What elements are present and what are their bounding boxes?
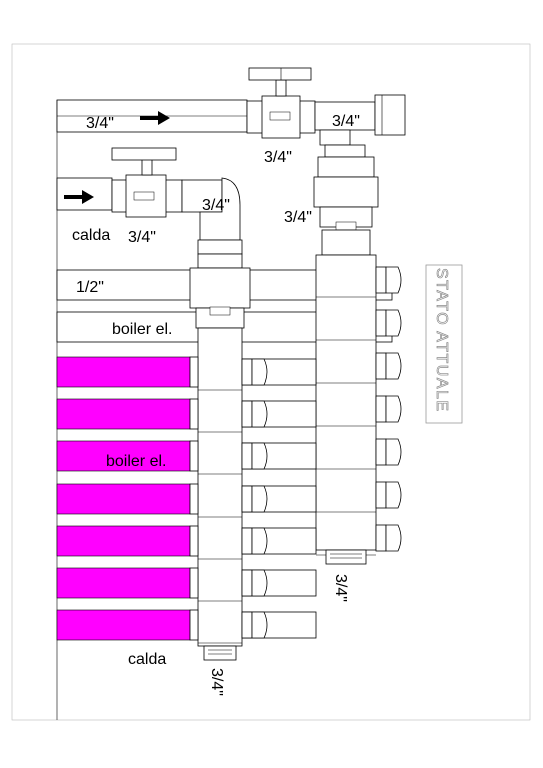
magenta-pipe [56,483,191,515]
hot-riser-size-label: 3/4" [284,209,312,226]
right-outlet [375,395,402,423]
boiler-magenta-label: boiler el. [106,453,166,470]
ball-valve-left [111,147,183,218]
pipe-fitting [189,567,199,599]
left-manifold-body [197,327,243,647]
left-outlet [241,611,268,639]
magenta-pipe [56,356,191,388]
pipe-fitting [189,398,199,430]
right-manifold-body [315,254,377,551]
arrow-right-icon [140,111,170,125]
magenta-pipe [56,398,191,430]
pipe-fitting [189,483,199,515]
right-outlet [375,438,402,466]
hot-pipe-size-label: 3/4" [86,115,114,132]
bottom-calda-label: calda [128,651,166,668]
left-manifold-union [189,253,251,329]
right-outlet [375,266,402,294]
right-outlet [375,481,402,509]
status-stamp-text: STATO ATTUALE [433,268,450,413]
left-outlet [241,527,268,555]
hot-valve-size-label: 3/4" [264,149,292,166]
right-manifold-nipple [325,549,367,565]
boiler-upper-label: boiler el. [112,321,172,338]
right-outlet [375,352,402,380]
ball-valve-top [246,67,316,139]
sheet-border [11,43,531,721]
left-outlet [241,358,268,386]
right-manifold-outlets [316,266,402,556]
magenta-pipe [56,440,191,472]
right-outlet [375,524,402,552]
magenta-pipe [56,609,191,641]
left-outlet [241,442,268,470]
elbow-top-right [314,94,406,146]
cold-valve-size-label: 3/4" [128,229,156,246]
right-outlet [375,309,402,337]
arrow-right-icon [64,190,94,204]
hot-elbow-size-label: 3/4" [332,113,360,130]
elbow-left [181,177,243,255]
right-outlet-size-label: 3/4" [332,574,349,602]
magenta-pipe [56,525,191,557]
left-manifold-nipple [203,645,237,661]
left-outlet [241,569,268,597]
riser-right-union [313,144,379,256]
magenta-pipe [56,567,191,599]
magenta-pipes [56,356,317,641]
left-outlet-size-label: 3/4" [208,668,225,696]
left-outlet [241,400,268,428]
half-inch-label: 1/2" [76,279,104,296]
status-stamp: STATO ATTUALE [425,264,463,424]
left-outlet [241,485,268,513]
left-manifold-outlets [198,358,268,644]
cold-elbow-size-label: 3/4" [202,197,230,214]
pipe-fitting [189,440,199,472]
pipe-fitting [189,525,199,557]
pipe-fitting [189,609,199,641]
pipe-fitting [189,356,199,388]
cold-pipe-label: calda [72,227,110,244]
